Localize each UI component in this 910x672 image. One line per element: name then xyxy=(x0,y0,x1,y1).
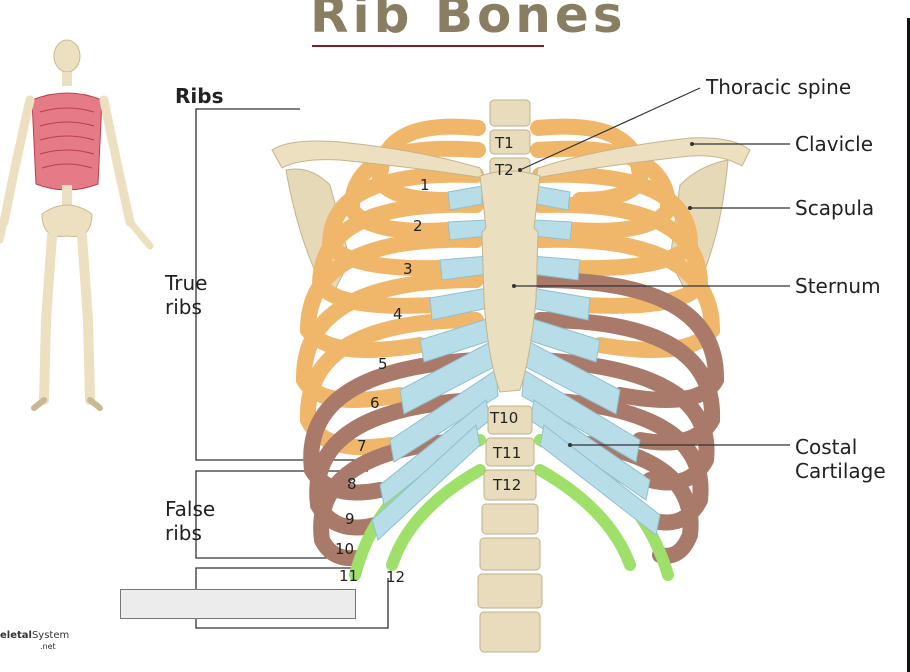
clavicle-dot xyxy=(690,142,694,146)
clavicle-label: Clavicle xyxy=(795,132,874,156)
sternum xyxy=(479,170,541,393)
vertebra-label-t1: T1 xyxy=(495,134,514,152)
rib-number-12: 12 xyxy=(386,568,406,586)
vertebra-label-t12: T12 xyxy=(493,476,522,494)
rib-number-1: 1 xyxy=(420,176,430,194)
thoracic-spine-label: Thoracic spine xyxy=(706,75,852,99)
scapula-label: Scapula xyxy=(795,196,875,220)
rib-number-9: 9 xyxy=(345,510,355,528)
title-underline xyxy=(312,45,544,47)
vertebra-label-t10: T10 xyxy=(490,409,519,427)
true-ribs-bracket xyxy=(195,108,376,461)
right-border-line xyxy=(907,18,910,672)
rib-number-11: 11 xyxy=(339,567,359,585)
rib-number-10: 10 xyxy=(335,540,355,558)
rib-number-6: 6 xyxy=(370,394,380,412)
costal-cartilage-dot xyxy=(568,443,572,447)
true-ribs-label: True ribs xyxy=(165,271,208,319)
diagram-title: Rib Bones xyxy=(310,0,627,44)
costal-cartilage-label: Costal Cartilage xyxy=(795,435,886,483)
sternum-label: Sternum xyxy=(795,274,881,298)
costal-cartilage xyxy=(371,185,661,541)
floating-ribs-bracket xyxy=(195,567,389,629)
brand-logo: eletalSystem.net xyxy=(0,630,70,651)
scapula-dot xyxy=(688,206,692,210)
callout-lines xyxy=(514,87,790,446)
rib-number-8: 8 xyxy=(347,475,357,493)
rib-number-3: 3 xyxy=(403,260,413,278)
thoracic-spine-dot xyxy=(518,168,522,172)
sternum-dot xyxy=(512,284,516,288)
false-ribs-label: False ribs xyxy=(165,497,216,545)
vertebra-label-t2: T2 xyxy=(495,161,514,179)
rib-number-2: 2 xyxy=(413,217,423,235)
rib-number-5: 5 xyxy=(378,355,388,373)
vertebra-label-t11: T11 xyxy=(493,444,522,462)
skeleton-thumbnail xyxy=(0,39,154,411)
rib-number-7: 7 xyxy=(357,437,367,455)
rib-number-4: 4 xyxy=(393,305,403,323)
thoracic-spine-callout xyxy=(519,87,701,171)
false-ribs-bracket xyxy=(195,470,368,559)
bracket-lines xyxy=(195,108,389,629)
ribs-heading: Ribs xyxy=(175,84,224,108)
answer-box[interactable] xyxy=(120,589,356,619)
